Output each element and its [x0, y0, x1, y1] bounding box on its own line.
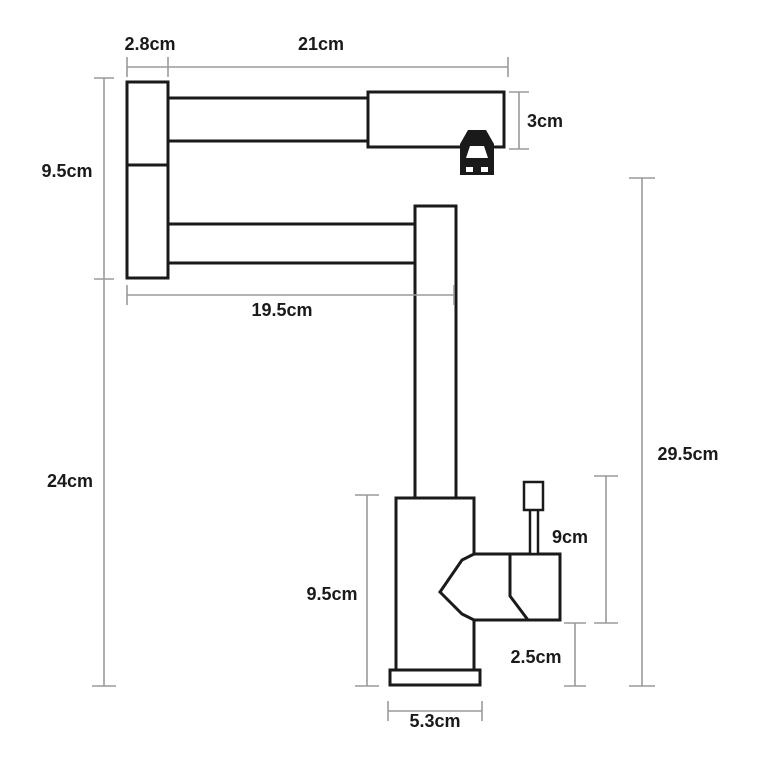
- handle-knob: [522, 480, 545, 512]
- label-top-offset: 2.8cm: [124, 34, 175, 54]
- dimension-labels: 2.8cm 21cm 3cm 9.5cm 19.5cm 24cm 29.5cm …: [41, 34, 718, 731]
- label-body-height: 9.5cm: [306, 584, 357, 604]
- handle-lever: [438, 552, 562, 622]
- dimension-lines: [92, 57, 655, 721]
- label-handle-base-height: 2.5cm: [510, 647, 561, 667]
- faucet-base-plate: [388, 668, 482, 687]
- label-handle-height: 9cm: [552, 527, 588, 547]
- aerator-hole-right: [481, 167, 488, 172]
- label-wall-mount-height: 9.5cm: [41, 161, 92, 181]
- label-overall-height: 29.5cm: [657, 444, 718, 464]
- label-lower-arm-length: 19.5cm: [251, 300, 312, 320]
- handle-lever-facet: [508, 554, 530, 621]
- label-spout-head-height: 3cm: [527, 111, 563, 131]
- aerator-highlight: [466, 146, 488, 158]
- vertical-riser: [413, 204, 458, 500]
- label-upper-arm-length: 21cm: [298, 34, 344, 54]
- label-base-width: 5.3cm: [409, 711, 460, 731]
- aerator-hole-left: [466, 167, 473, 172]
- label-left-total-height: 24cm: [47, 471, 93, 491]
- upper-arm: [166, 96, 370, 143]
- faucet-drawing: [125, 80, 562, 687]
- handle-stem: [528, 506, 540, 556]
- lower-arm: [166, 222, 417, 265]
- wall-mount-bracket: [125, 80, 170, 280]
